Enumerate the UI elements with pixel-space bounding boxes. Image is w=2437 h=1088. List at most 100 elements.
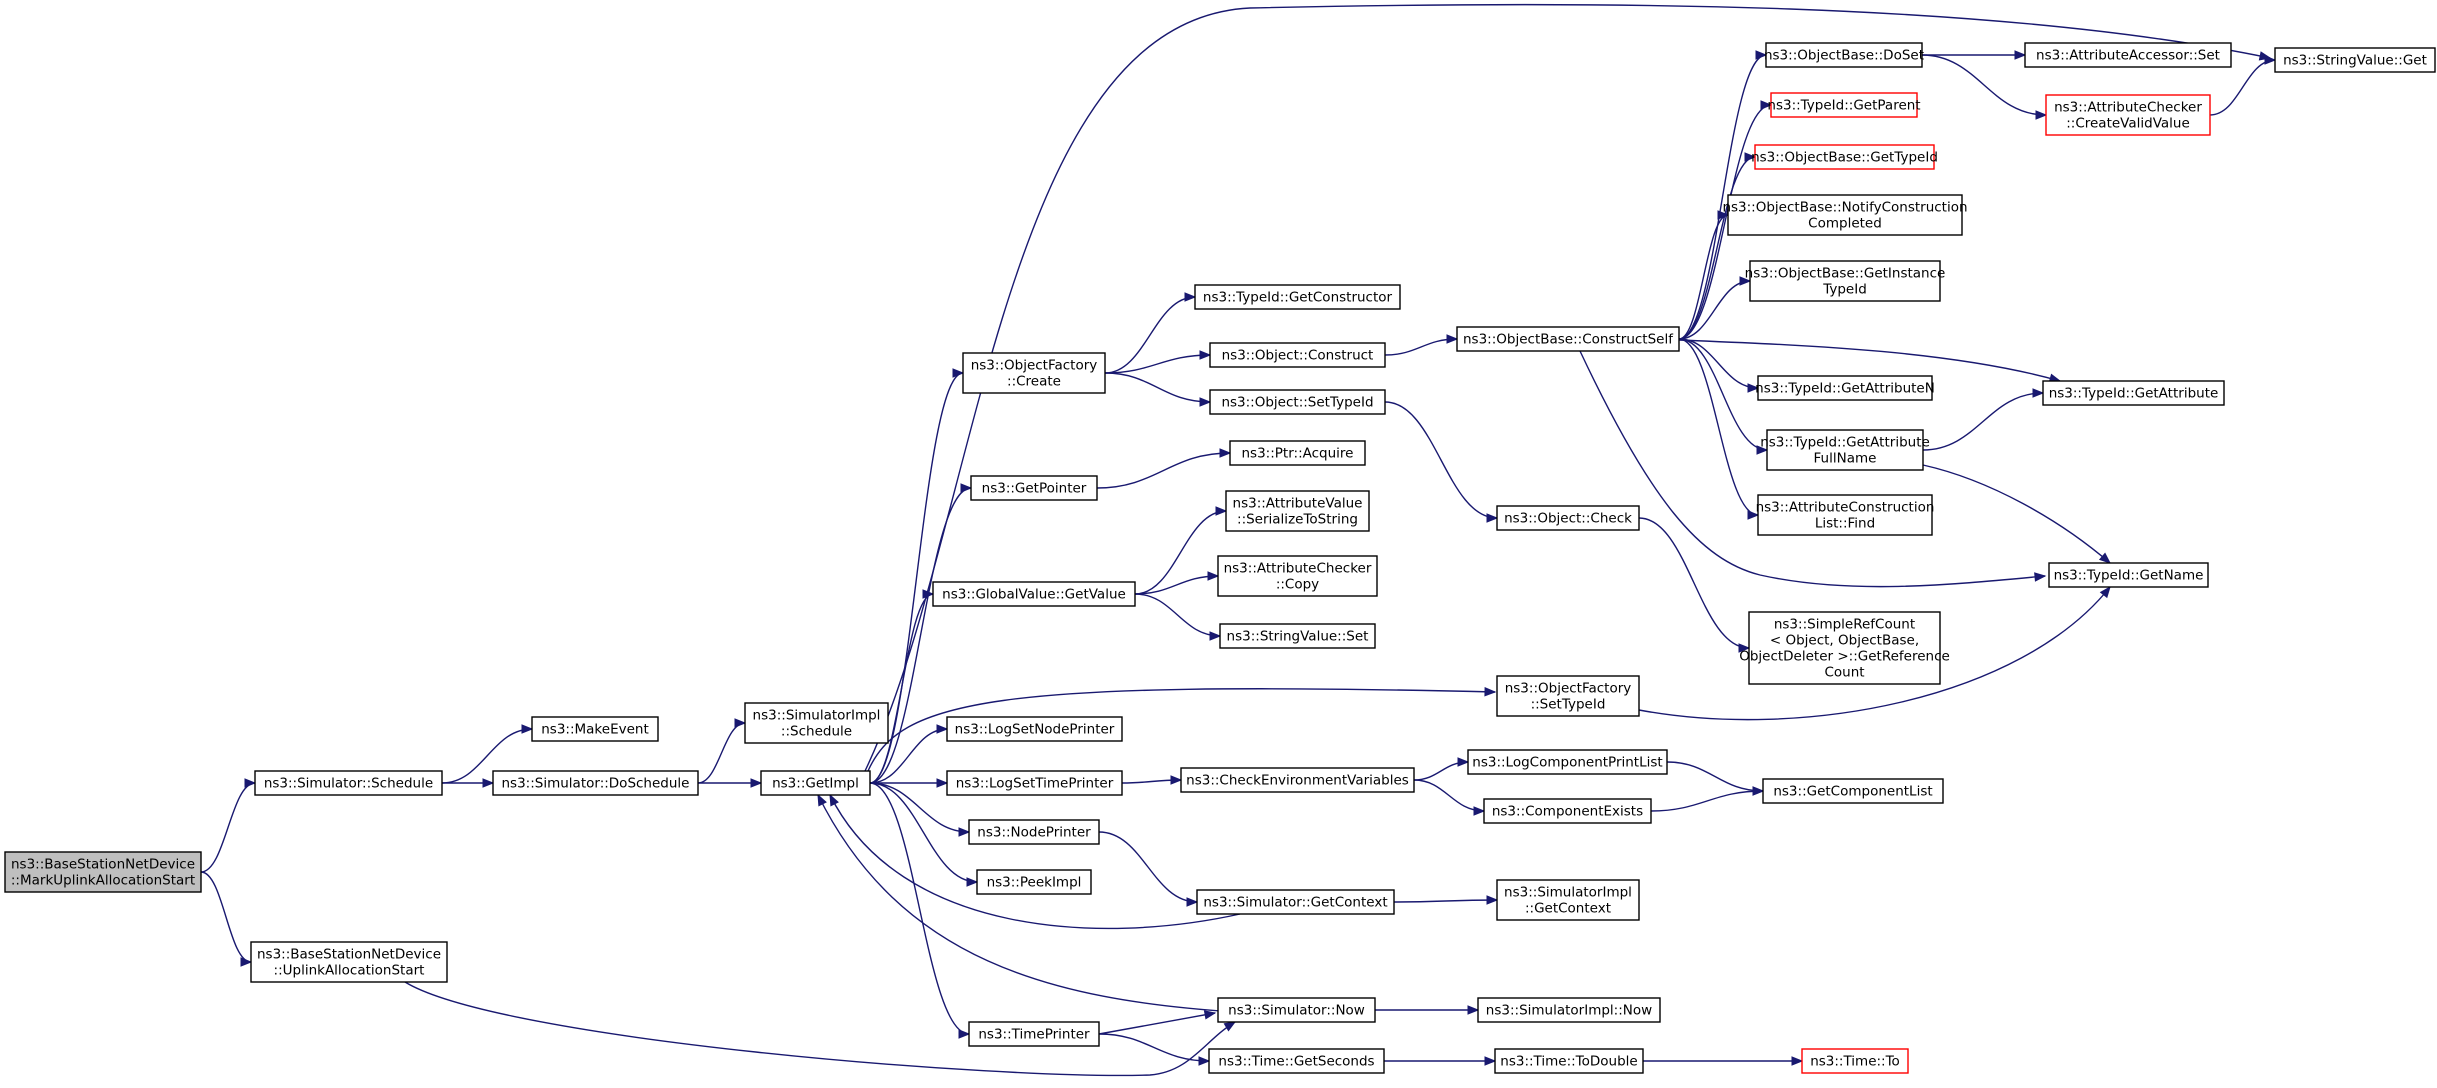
edge-objbase_constructself-to-typeid_getname bbox=[1579, 350, 2047, 588]
node-objfactory_create[interactable]: ns3::ObjectFactory::Create bbox=[962, 352, 1106, 394]
edge-line bbox=[1134, 593, 1221, 637]
node-attraccessor_set[interactable]: ns3::AttributeAccessor::Set bbox=[2024, 42, 2232, 68]
node-box bbox=[1496, 675, 1640, 717]
node-label-line: ns3::AttributeAccessor::Set bbox=[2036, 48, 2220, 64]
node-label-line: ns3::NodePrinter bbox=[977, 825, 1091, 841]
node-typeid_getattributen[interactable]: ns3::TypeId::GetAttributeN bbox=[1755, 375, 1935, 401]
arrow-head bbox=[936, 778, 949, 788]
node-make_event[interactable]: ns3::MakeEvent bbox=[531, 716, 659, 742]
edge-line bbox=[1098, 831, 1198, 903]
node-log_set_node_printer[interactable]: ns3::LogSetNodePrinter bbox=[946, 716, 1123, 742]
node-objbase_doset[interactable]: ns3::ObjectBase::DoSet bbox=[1764, 42, 1924, 68]
node-label-line: ns3::SimpleRefCount bbox=[1774, 617, 1915, 633]
nodes-layer: ns3::BaseStationNetDevice::MarkUplinkAll… bbox=[4, 42, 2436, 1074]
edge-line bbox=[1134, 510, 1227, 595]
node-root[interactable]: ns3::BaseStationNetDevice::MarkUplinkAll… bbox=[4, 851, 202, 893]
node-typeid_getname[interactable]: ns3::TypeId::GetName bbox=[2048, 562, 2209, 588]
node-typeid_getattribute[interactable]: ns3::TypeId::GetAttribute bbox=[2042, 380, 2225, 406]
edge-time_getseconds-to-time_todouble bbox=[1383, 1056, 1497, 1066]
node-ptr_acquire[interactable]: ns3::Ptr::Acquire bbox=[1229, 440, 1366, 466]
node-simimpl_now[interactable]: ns3::SimulatorImpl::Now bbox=[1477, 997, 1661, 1023]
node-label-line: ns3::GetPointer bbox=[982, 481, 1087, 497]
edge-objbase_constructself-to-objbase_doset bbox=[1678, 50, 1768, 340]
node-node_printer[interactable]: ns3::NodePrinter bbox=[968, 819, 1100, 845]
node-object_check[interactable]: ns3::Object::Check bbox=[1496, 505, 1640, 531]
node-box bbox=[946, 716, 1123, 742]
node-typeid_getparent[interactable]: ns3::TypeId::GetParent bbox=[1767, 92, 1921, 118]
node-time_to[interactable]: ns3::Time::To bbox=[1801, 1048, 1909, 1074]
arrow-head bbox=[1484, 687, 1497, 697]
node-label-line: ns3::AttributeConstruction bbox=[1756, 500, 1935, 516]
node-get_pointer[interactable]: ns3::GetPointer bbox=[970, 475, 1098, 501]
node-time_getseconds[interactable]: ns3::Time::GetSeconds bbox=[1208, 1048, 1385, 1074]
arrow-head bbox=[1747, 510, 1760, 520]
node-box bbox=[1217, 997, 1376, 1023]
arrow-head bbox=[2034, 572, 2047, 582]
node-typeid_getconstructor[interactable]: ns3::TypeId::GetConstructor bbox=[1194, 284, 1401, 310]
node-get_impl[interactable]: ns3::GetImpl bbox=[760, 770, 871, 796]
node-attrchecker_createvalid[interactable]: ns3::AttributeChecker::CreateValidValue bbox=[2045, 94, 2211, 136]
node-peek_impl[interactable]: ns3::PeekImpl bbox=[976, 869, 1092, 895]
node-label-line: ns3::ComponentExists bbox=[1492, 804, 1643, 820]
edge-sim_doschedule-to-get_impl bbox=[697, 778, 763, 788]
node-objbase_gettypeid[interactable]: ns3::ObjectBase::GetTypeId bbox=[1751, 144, 1938, 170]
node-box bbox=[1770, 92, 1918, 118]
node-label-line: ns3::SimulatorImpl bbox=[753, 708, 881, 724]
node-label-line: ns3::Time::GetSeconds bbox=[1218, 1054, 1374, 1070]
arrow-head bbox=[2014, 50, 2027, 60]
edge-objbase_constructself-to-objbase_gettypeid bbox=[1678, 152, 1757, 340]
edge-object_check-to-simplerefcount bbox=[1638, 517, 1751, 653]
node-label-line: ns3::Object::Check bbox=[1504, 511, 1632, 527]
arrow-head bbox=[2098, 552, 2112, 564]
node-sim_now[interactable]: ns3::Simulator::Now bbox=[1217, 997, 1376, 1023]
arrow-head bbox=[1467, 1005, 1480, 1015]
node-stringvalue_set[interactable]: ns3::StringValue::Set bbox=[1219, 623, 1376, 649]
node-label-line: ns3::TypeId::GetName bbox=[2054, 568, 2204, 584]
edge-get_impl-to-time_printer bbox=[869, 782, 971, 1039]
node-component_exists[interactable]: ns3::ComponentExists bbox=[1483, 798, 1652, 824]
arrow-head bbox=[1209, 631, 1222, 641]
node-check_env_vars[interactable]: ns3::CheckEnvironmentVariables bbox=[1180, 767, 1415, 793]
edge-get_impl-to-node_printer bbox=[869, 782, 971, 837]
node-simplerefcount[interactable]: ns3::SimpleRefCount< Object, ObjectBase,… bbox=[1739, 611, 1950, 685]
node-sim_schedule[interactable]: ns3::Simulator::Schedule bbox=[254, 770, 443, 796]
node-attrchecker_copy[interactable]: ns3::AttributeChecker::Copy bbox=[1217, 555, 1378, 597]
arrow-head bbox=[936, 724, 949, 734]
node-label-line: ns3::Object::Construct bbox=[1222, 348, 1374, 364]
node-objbase_constructself[interactable]: ns3::ObjectBase::ConstructSelf bbox=[1456, 326, 1680, 352]
node-object_construct[interactable]: ns3::Object::Construct bbox=[1209, 342, 1386, 368]
node-object_settypeid[interactable]: ns3::Object::SetTypeId bbox=[1209, 389, 1386, 415]
node-log_set_time_printer[interactable]: ns3::LogSetTimePrinter bbox=[946, 770, 1123, 796]
node-simimpl_getcontext[interactable]: ns3::SimulatorImpl::GetContext bbox=[1496, 879, 1640, 921]
node-globalvalue_getvalue[interactable]: ns3::GlobalValue::GetValue bbox=[932, 581, 1136, 607]
node-sim_getcontext[interactable]: ns3::Simulator::GetContext bbox=[1196, 889, 1395, 915]
node-label-line: List::Find bbox=[1815, 516, 1875, 532]
node-box bbox=[4, 851, 202, 893]
edge-time_printer-to-sim_now bbox=[1098, 1010, 1217, 1035]
node-sim_doschedule[interactable]: ns3::Simulator::DoSchedule bbox=[492, 770, 699, 796]
arrow-head bbox=[482, 778, 495, 788]
arrow-head bbox=[966, 877, 979, 887]
edge-root-to-sim_schedule bbox=[200, 778, 257, 873]
arrow-head bbox=[1215, 506, 1228, 516]
node-attrvalue_serialize[interactable]: ns3::AttributeValue::SerializeToString bbox=[1225, 490, 1370, 532]
node-simimpl_schedule[interactable]: ns3::SimulatorImpl::Schedule bbox=[744, 702, 889, 744]
node-time_printer[interactable]: ns3::TimePrinter bbox=[968, 1021, 1100, 1047]
node-label-line: ns3::AttributeChecker bbox=[2054, 100, 2202, 116]
node-stringvalue_get[interactable]: ns3::StringValue::Get bbox=[2274, 47, 2436, 73]
arrow-head bbox=[817, 793, 827, 807]
node-objfactory_settypeid[interactable]: ns3::ObjectFactory::SetTypeId bbox=[1496, 675, 1640, 717]
edge-line bbox=[1678, 54, 1767, 340]
edge-line bbox=[867, 688, 1496, 772]
node-objbase_notify[interactable]: ns3::ObjectBase::NotifyConstructionCompl… bbox=[1722, 194, 1968, 236]
node-bsnd_uplink[interactable]: ns3::BaseStationNetDevice::UplinkAllocat… bbox=[250, 941, 448, 983]
node-get_component_list[interactable]: ns3::GetComponentList bbox=[1762, 778, 1944, 804]
edge-sim_now-to-get_impl bbox=[817, 793, 1236, 1013]
node-log_component_print_list[interactable]: ns3::LogComponentPrintList bbox=[1467, 749, 1668, 775]
edge-globalvalue_getvalue-to-attrvalue_serialize bbox=[1134, 506, 1228, 595]
edge-line bbox=[2209, 59, 2276, 116]
node-time_todouble[interactable]: ns3::Time::ToDouble bbox=[1494, 1048, 1644, 1074]
